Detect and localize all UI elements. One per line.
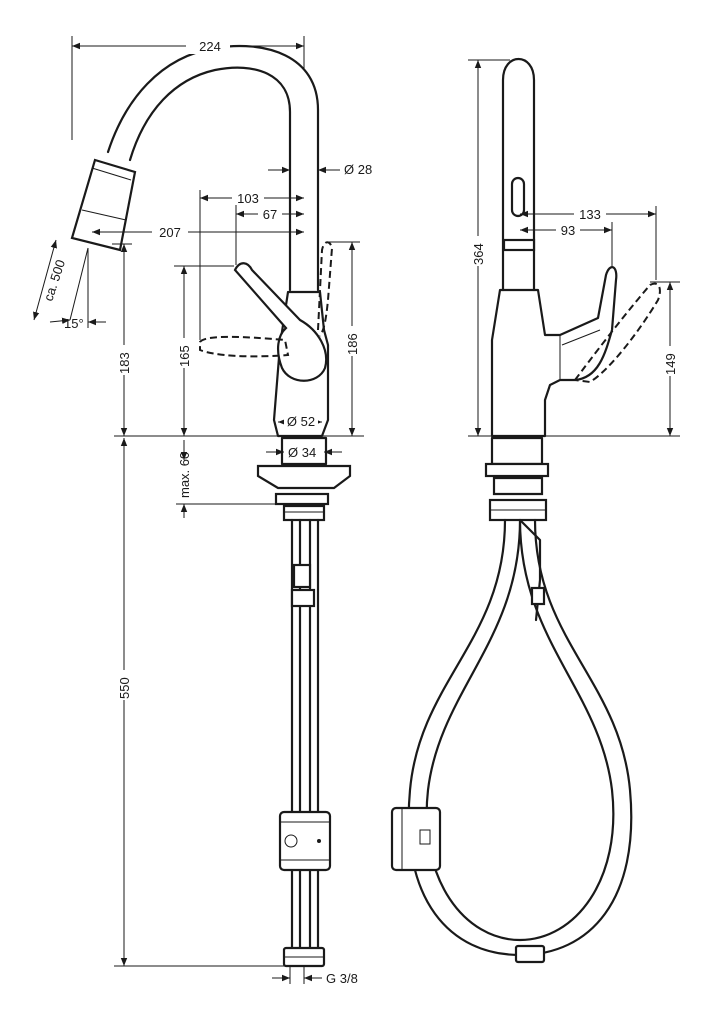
spout-inner xyxy=(128,66,292,292)
side-lever-alt xyxy=(573,282,661,384)
lever-alt-up xyxy=(317,241,334,337)
base-plate xyxy=(256,464,352,490)
dim-body-diameter: Ø 52 xyxy=(287,414,315,429)
side-counterweight xyxy=(390,806,442,872)
dim-spout-reach: 224 xyxy=(199,39,221,54)
dim-lever-height: 165 xyxy=(177,345,192,367)
dim-side-lever-reach: 133 xyxy=(579,207,601,222)
dim-spray-angle: 15° xyxy=(64,316,84,331)
counterweight xyxy=(278,810,332,872)
dim-spray-height: 183 xyxy=(117,352,132,374)
side-dimensions: 364 133 93 149 xyxy=(468,59,680,437)
spout-outer xyxy=(106,44,320,292)
dim-side-lever-height: 149 xyxy=(663,353,678,375)
lever xyxy=(233,262,328,382)
dim-spout-diameter: Ø 28 xyxy=(344,162,372,177)
dim-lever-top-height: 186 xyxy=(345,333,360,355)
dim-total-height: 364 xyxy=(471,243,486,265)
dim-shank-diameter: Ø 34 xyxy=(288,445,316,460)
front-view xyxy=(70,44,352,968)
dim-max-deck: max. 60 xyxy=(177,452,192,498)
dim-lever-reach-max: 103 xyxy=(237,191,259,206)
lever-alt-left xyxy=(199,335,290,358)
body xyxy=(272,290,330,438)
side-view xyxy=(390,57,661,964)
side-body xyxy=(490,266,618,438)
dim-spray-reach: 207 xyxy=(159,225,181,240)
side-spout xyxy=(501,57,536,292)
dim-side-spray-reach: 93 xyxy=(561,223,575,238)
dim-lever-reach: 67 xyxy=(263,207,277,222)
dim-connection: G 3/8 xyxy=(326,971,358,986)
dim-hose-length: 550 xyxy=(117,677,132,699)
front-dimensions: 224 Ø 28 103 67 207 ca. 500 15° 183 xyxy=(33,36,372,986)
spray-head xyxy=(70,158,137,252)
